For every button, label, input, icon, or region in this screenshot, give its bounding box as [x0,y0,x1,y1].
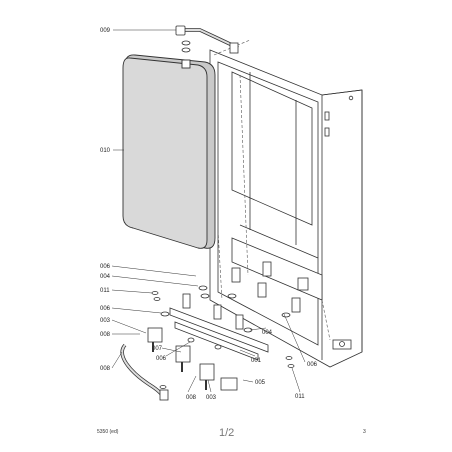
callout-labels: 009 010 006 004 011 006 003 008 008 007 … [100,28,318,401]
callout-006: 006 [307,362,318,368]
callout-003: 003 [100,318,111,324]
callout-011: 011 [100,288,110,294]
callout-005: 005 [255,380,266,386]
callout-010: 010 [100,148,111,154]
callout-006: 006 [156,356,167,362]
callout-001: 001 [251,358,262,364]
callout-009: 009 [100,28,111,34]
boiler-frame [209,39,363,368]
callout-008: 008 [100,366,111,372]
callout-008: 008 [186,395,197,401]
callout-007: 007 [152,346,163,352]
callout-008: 008 [100,332,111,338]
top-pipe [175,25,239,54]
callout-003: 003 [206,395,217,401]
expansion-vessel [122,54,216,249]
callout-006: 006 [100,306,111,312]
page-number: 1/2 [219,427,235,439]
document-code: 5350 (ed) [97,429,119,435]
page-mark: 3 [363,429,366,435]
callout-011: 011 [295,394,305,400]
callout-004: 004 [262,330,273,336]
callout-004: 004 [100,274,111,280]
manifold-assembly [120,261,309,401]
callout-006: 006 [100,264,111,270]
